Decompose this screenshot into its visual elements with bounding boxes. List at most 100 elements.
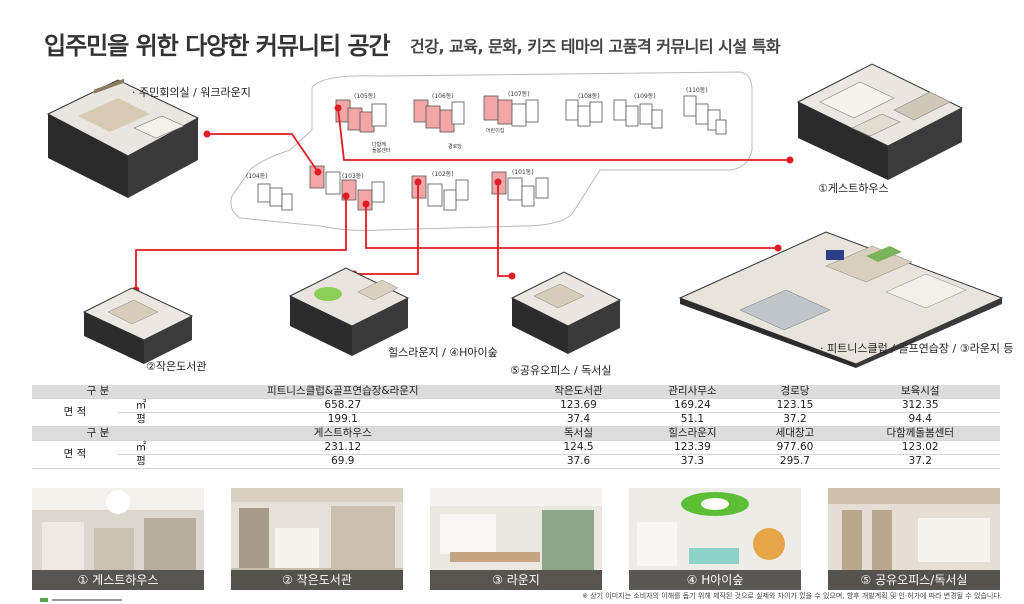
- photo-caption: ③ 라운지: [430, 570, 602, 590]
- table-cell: 123.69: [521, 398, 636, 413]
- iso-fitness: [678, 231, 1004, 368]
- table-cell: 37.6: [521, 454, 636, 469]
- table-cell: 123.15: [749, 398, 841, 413]
- table-cell: 94.4: [840, 412, 1000, 427]
- photo-caption: ② 작은도서관: [231, 570, 403, 590]
- label-small-library: ②작은도서관: [146, 360, 207, 373]
- table-header-cell: 세대창고: [749, 426, 841, 441]
- table-unit: ㎡: [118, 398, 164, 413]
- building-108: [565, 99, 603, 127]
- table-header-cell: 게스트하우스: [164, 426, 522, 441]
- table-header-cell: 작은도서관: [521, 385, 636, 399]
- iso-shared-office: [510, 271, 622, 354]
- table-header-row: 구 분 피트니스클럽&골프연습장&라운지 작은도서관 관리사무소 경로당 보육시…: [32, 385, 1000, 399]
- brand-logo: [40, 598, 122, 602]
- building-label: (108동): [578, 93, 600, 100]
- building-label: (102동): [432, 171, 454, 178]
- table-cell: 977.60: [749, 440, 841, 455]
- building-106: [413, 99, 465, 133]
- photo-h-forest: ④ H아이숲: [629, 488, 801, 590]
- table-header-cell: 구 분: [32, 385, 164, 399]
- building-label: (103동): [342, 173, 364, 180]
- connector-guesthouse: [337, 107, 790, 161]
- dot: [334, 104, 342, 112]
- photo-caption: ① 게스트하우스: [32, 570, 204, 590]
- iso-hill-lounge: [288, 267, 410, 356]
- table-cell: 123.39: [635, 440, 750, 455]
- table-header-cell: 구 분: [32, 426, 164, 441]
- building-102: [411, 175, 469, 211]
- table-header-cell: 피트니스클럽&골프연습장&라운지: [164, 385, 522, 399]
- page-title: 입주민을 위한 다양한 커뮤니티 공간: [44, 32, 391, 60]
- label-resident-hall: · 주민회의실 / 워크라운지: [132, 86, 251, 99]
- table-header-cell: 힐스라운지: [635, 426, 750, 441]
- building-109: [613, 99, 663, 129]
- building-110: [683, 95, 727, 135]
- table-cell: 295.7: [749, 454, 841, 469]
- table-cell: 124.5: [521, 440, 636, 455]
- photo-small-library: ② 작은도서관: [231, 488, 403, 590]
- dot: [342, 192, 350, 200]
- photo-strip: ① 게스트하우스 ② 작은도서관 ③ 라운지: [32, 488, 1000, 590]
- table-row-label: 면 적: [32, 440, 118, 469]
- label-fitness: · 피트니스클럽 / 골프연습장 / ③라운지 등: [820, 342, 1014, 355]
- table-unit: ㎡: [118, 440, 164, 455]
- table-row: 평 199.1 37.4 51.1 37.2 94.4: [32, 412, 1000, 427]
- building-label: (105동): [354, 93, 376, 100]
- iso-small-library: [82, 287, 194, 364]
- table-cell: 231.12: [164, 440, 522, 455]
- photo-shared-office: ⑤ 공유오피스/독서실: [828, 488, 1000, 590]
- table-cell: 169.24: [635, 398, 750, 413]
- building-105: [335, 99, 387, 133]
- table-row: 평 69.9 37.6 37.3 295.7 37.2: [32, 454, 1000, 469]
- iso-resident-hall: [46, 78, 200, 198]
- dot: [362, 200, 370, 208]
- photo-lounge: ③ 라운지: [430, 488, 602, 590]
- label-guesthouse: ①게스트하우스: [818, 182, 889, 195]
- table-row: 면 적 ㎡ 658.27 123.69 169.24 123.15 312.35: [32, 398, 1000, 427]
- building-label: (106동): [432, 93, 454, 100]
- connector-office: [497, 182, 512, 277]
- table-row-label: 면 적: [32, 398, 118, 427]
- building-label: (104동): [246, 173, 268, 180]
- dot: [314, 168, 322, 176]
- dot: [414, 178, 422, 186]
- table-row: 면 적 ㎡ 231.12 124.5 123.39 977.60 123.02: [32, 440, 1000, 469]
- dot: [494, 178, 502, 186]
- photo-caption: ④ H아이숲: [629, 570, 801, 590]
- photo-caption: ⑤ 공유오피스/독서실: [828, 570, 1000, 590]
- facility-tag: 어린이집: [486, 127, 504, 134]
- table-cell: 123.02: [840, 440, 1000, 455]
- table-header-cell: 보육시설: [840, 385, 1000, 399]
- table-cell: 69.9: [164, 454, 522, 469]
- site-outline: [230, 71, 753, 231]
- label-hill-lounge: 힐스라운지 / ④H아이숲: [388, 346, 498, 359]
- facility-tag: 경로당: [448, 143, 462, 150]
- table-cell: 51.1: [635, 412, 750, 427]
- building-label: (109동): [634, 93, 656, 100]
- table-header-cell: 다함께돌봄센터: [840, 426, 1000, 441]
- building-label: (110동): [686, 87, 708, 94]
- iso-guesthouse: [796, 63, 964, 180]
- table-cell: 37.2: [840, 454, 1000, 469]
- table-cell: 37.4: [521, 412, 636, 427]
- connector-hill-lounge-2: [354, 182, 419, 275]
- photo-guesthouse: ① 게스트하우스: [32, 488, 204, 590]
- building-label: (107동): [508, 91, 530, 98]
- table-cell: 199.1: [164, 412, 522, 427]
- footnote: ※ 상기 이미지는 소비자의 이해를 돕기 위해 제작된 것으로 실제와 차이가…: [582, 592, 1002, 600]
- building-103: [309, 165, 385, 211]
- table-cell: 658.27: [164, 398, 522, 413]
- building-101: [491, 171, 549, 207]
- table-header-cell: 경로당: [749, 385, 841, 399]
- building-label: (101동): [512, 169, 534, 176]
- table-unit: 평: [118, 454, 164, 469]
- page-subtitle: 건강, 교육, 문화, 키즈 테마의 고품격 커뮤니티 시설 특화: [410, 37, 781, 56]
- table-header-row: 구 분 게스트하우스 독서실 힐스라운지 세대창고 다함께돌봄센터: [32, 426, 1000, 441]
- table-cell: 37.3: [635, 454, 750, 469]
- table-cell: 312.35: [840, 398, 1000, 413]
- building-group: [257, 95, 727, 211]
- table-unit: 평: [118, 412, 164, 427]
- table-header-cell: 관리사무소: [635, 385, 750, 399]
